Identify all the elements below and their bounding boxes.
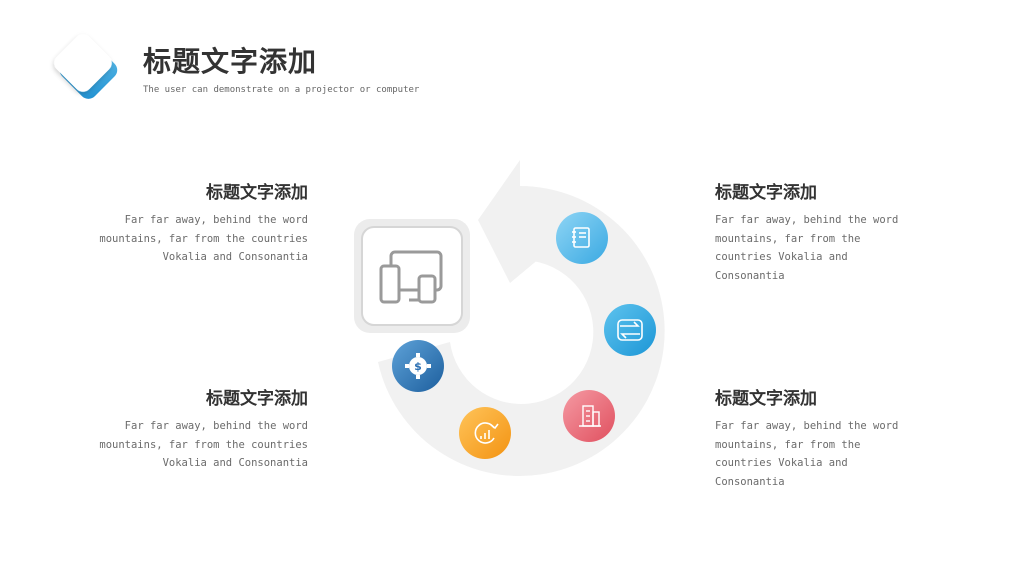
text-block-top-right: 标题文字添加 Far far away, behind the word mou… [715, 178, 955, 285]
block-text: Far far away, behind the word mountains,… [715, 420, 899, 488]
page-subtitle: The user can demonstrate on a projector … [143, 85, 420, 95]
devices-icon [379, 250, 443, 304]
text-block-bottom-right: 标题文字添加 Far far away, behind the word mou… [715, 384, 955, 491]
center-devices-tile [354, 219, 470, 333]
block-title: 标题文字添加 [715, 183, 817, 203]
svg-text:$: $ [414, 360, 422, 373]
growth-chart-icon [459, 407, 511, 459]
building-icon [563, 390, 615, 442]
block-text: Far far away, behind the word mountains,… [99, 420, 308, 469]
logo-diamond-icon [54, 34, 118, 99]
text-block-top-left: 标题文字添加 Far far away, behind the word mou… [68, 178, 308, 267]
block-title: 标题文字添加 [206, 389, 308, 409]
block-text: Far far away, behind the word mountains,… [715, 214, 899, 282]
block-text: Far far away, behind the word mountains,… [99, 214, 308, 263]
notebook-icon [556, 212, 608, 264]
exchange-icon [604, 304, 656, 356]
page-title: 标题文字添加 [143, 45, 318, 78]
dollar-gear-icon: $ [392, 340, 444, 392]
block-title: 标题文字添加 [715, 389, 817, 409]
text-block-bottom-left: 标题文字添加 Far far away, behind the word mou… [68, 384, 308, 473]
block-title: 标题文字添加 [206, 183, 308, 203]
